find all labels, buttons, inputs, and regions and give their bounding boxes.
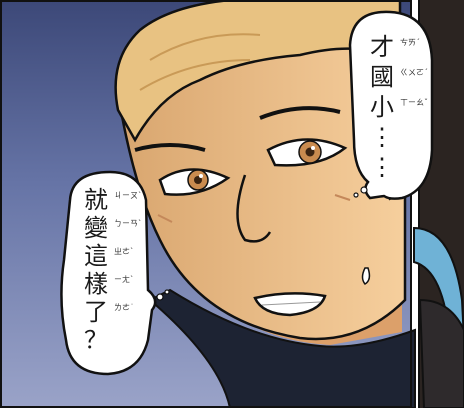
speech-bubble-left (60, 170, 170, 376)
left-eyebrow (134, 143, 206, 152)
left-eye (158, 168, 231, 196)
speech-ruby: ㄒㄧㄠˇ (400, 97, 428, 107)
speech-ruby: ㄧㄤˋ (114, 274, 134, 284)
right-eye (266, 138, 348, 167)
speech-ruby: ㄅㄧㄢˋ (114, 218, 142, 228)
speech-char: 小 (370, 93, 394, 121)
speech-char: 才 (370, 33, 394, 61)
speech-char: 樣 (84, 270, 108, 298)
speech-char: 變 (84, 214, 108, 242)
speech-char: 這 (84, 242, 108, 270)
shirt (148, 288, 416, 408)
speech-char: ⋮ (370, 153, 394, 181)
panel-gutter (412, 0, 418, 408)
speech-bubble-right (348, 10, 434, 200)
speech-ruby: ㄍㄨㄛˊ (400, 67, 428, 77)
speech-ruby: ㄓㄜˋ (114, 246, 134, 256)
speech-char: 國 (370, 63, 394, 91)
speech-char: ？ (84, 326, 108, 354)
speech-char: 了 (84, 298, 108, 326)
speech-ruby: ㄘㄞˊ (400, 37, 420, 47)
speech-ruby: ㄐㄧㄡˋ (114, 190, 142, 200)
right-eyebrow (259, 106, 341, 120)
headphone-icon (413, 226, 464, 408)
mouth (253, 292, 327, 317)
sweat-drop (361, 267, 371, 285)
speech-ruby: ㄌㄜ˙ (114, 303, 134, 312)
speech-char: ⋮ (370, 123, 394, 151)
speech-char: 就 (84, 186, 108, 214)
nose (236, 174, 272, 243)
